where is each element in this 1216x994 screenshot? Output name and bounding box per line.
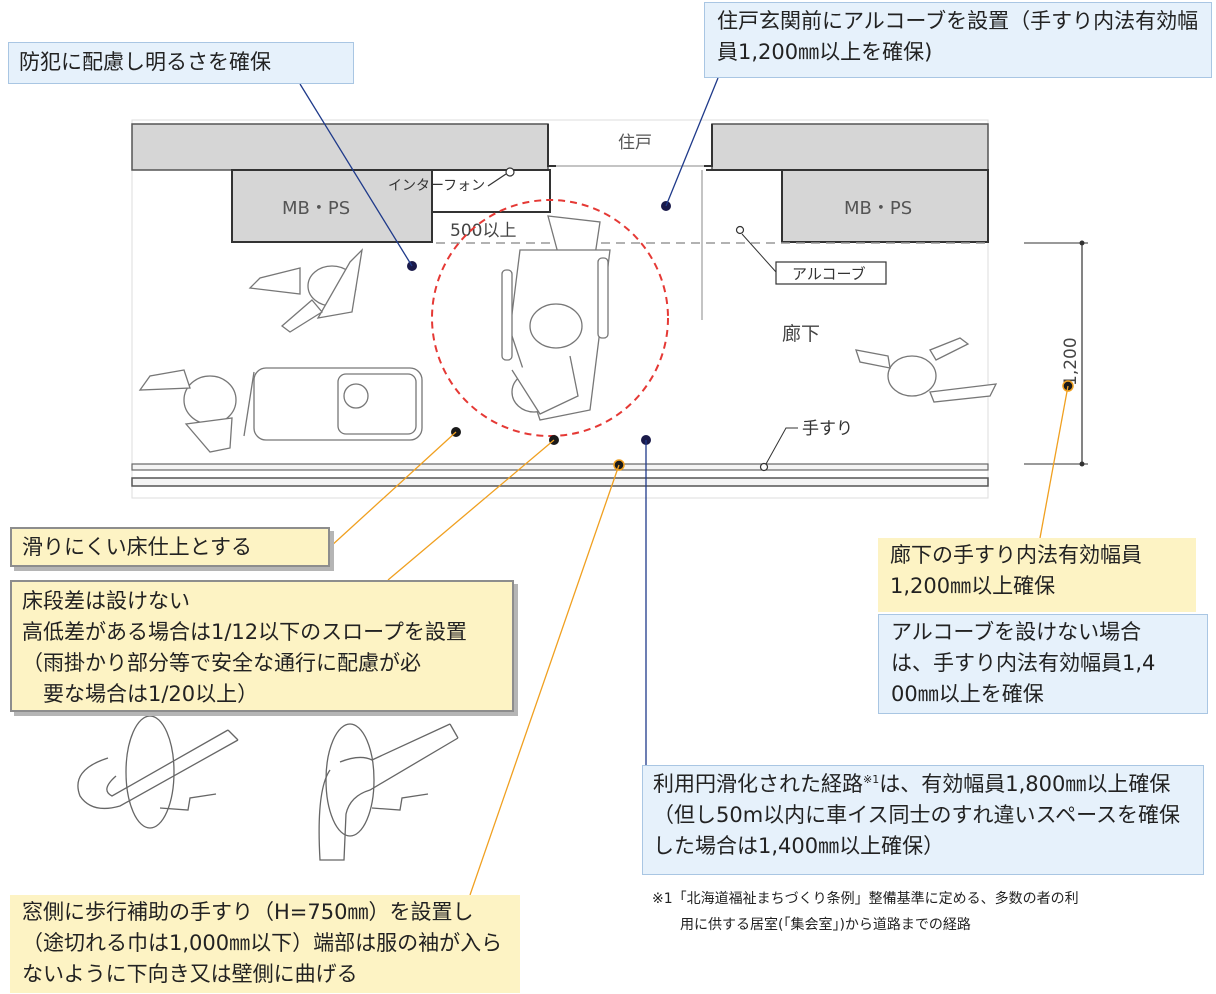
leader-nonslip bbox=[329, 431, 457, 548]
leader-alcove bbox=[665, 77, 719, 207]
min500-label: 500以上 bbox=[450, 221, 516, 241]
dwelling-label: 住戸 bbox=[618, 133, 652, 153]
pedestrian-figure-left-top bbox=[248, 248, 363, 333]
callout-route: 利用円滑化された経路※1は、有効幅員1,800㎜以上確保（但し50m以内に車イス… bbox=[642, 765, 1204, 875]
window-handrail bbox=[131, 463, 989, 471]
mbps-left-label: MB・PS bbox=[282, 198, 350, 219]
top-wall-right bbox=[711, 123, 989, 171]
alcove-label: アルコーブ bbox=[792, 265, 866, 283]
wheelchair-user-figure bbox=[501, 215, 611, 421]
handrail-end-detail-right bbox=[318, 723, 459, 861]
callout-nonslip: 滑りにくい床仕上とする bbox=[10, 527, 330, 567]
mbps-right-label: MB・PS bbox=[844, 198, 912, 219]
door-jamb-right bbox=[704, 124, 713, 167]
turning-circle bbox=[431, 199, 669, 437]
footnote: ※1「北海道福祉まちづくり条例」整備基準に定める、多数の者の利 用に供する居室(… bbox=[652, 891, 1079, 933]
route-suffix: は、有効幅員1,800㎜以上確保（但し50m以内に車イス同士のすれ違いスペースを… bbox=[653, 772, 1181, 858]
intercom-icon bbox=[505, 167, 515, 177]
leader-handrail bbox=[469, 464, 620, 896]
pedestrian-figure-stroller bbox=[138, 369, 237, 453]
callout-step: 床段差は設けない 高低差がある場合は1/12以下のスロープを設置 （雨掛かり部分… bbox=[10, 580, 514, 712]
handrail-end-detail-left bbox=[77, 715, 239, 829]
stroller-figure bbox=[243, 367, 423, 441]
door-jamb-left bbox=[547, 124, 556, 167]
route-footnote-mark: ※1 bbox=[863, 773, 880, 786]
mbps-left-block bbox=[231, 169, 433, 243]
pedestrian-figure-right bbox=[855, 337, 998, 403]
callout-lighting: 防犯に配慮し明るさを確保 bbox=[8, 42, 354, 84]
intercom-wall bbox=[431, 169, 551, 213]
callout-handrail: 窓側に歩行補助の手すり（H=750㎜）を設置し（途切れる巾は1,000㎜以下）端… bbox=[10, 895, 520, 993]
corridor-label: 廊下 bbox=[782, 323, 820, 345]
callout-alcove: 住戸玄関前にアルコーブを設置（手すり内法有効幅員1,200㎜以上を確保) bbox=[704, 2, 1212, 78]
mbps-right-block bbox=[781, 169, 989, 243]
callout-no-alcove: アルコーブを設けない場合 は、手すり内法有効幅員1,4 00㎜以上を確保 bbox=[878, 614, 1208, 714]
intercom-label: インターフォン bbox=[388, 178, 485, 194]
leader-lighting bbox=[299, 83, 413, 267]
window-wall bbox=[131, 477, 989, 487]
leader-step bbox=[387, 439, 555, 581]
callout-corridor-width: 廊下の手すり内法有効幅員 1,200㎜以上確保 bbox=[878, 538, 1196, 612]
dim-1200-label: 1,200 bbox=[1061, 337, 1081, 386]
route-prefix: 利用円滑化された経路 bbox=[653, 772, 863, 796]
alcove-label-box bbox=[775, 261, 887, 285]
top-wall-left bbox=[131, 123, 549, 171]
handrail-label: 手すり bbox=[802, 419, 853, 439]
leader-corridor-width bbox=[1039, 385, 1069, 539]
